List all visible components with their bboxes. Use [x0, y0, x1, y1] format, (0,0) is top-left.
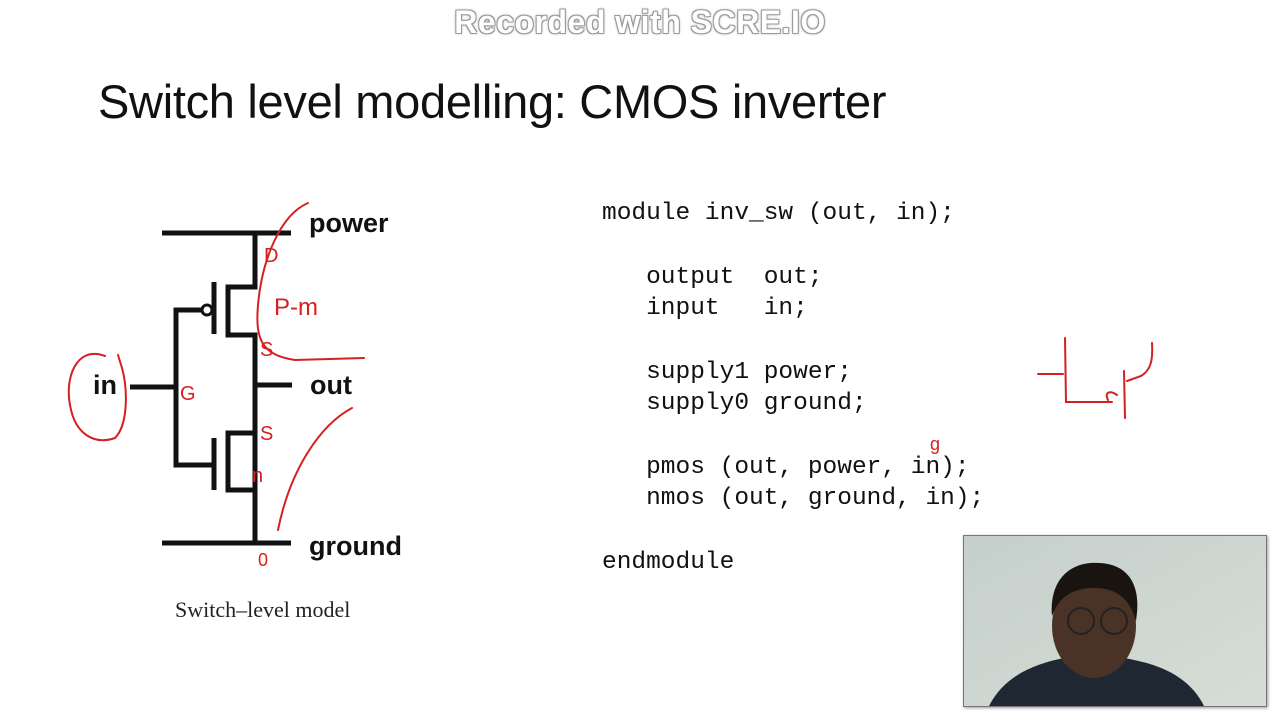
- webcam-overlay: [963, 535, 1267, 707]
- presenter-video: [964, 536, 1266, 706]
- diagram-caption: Switch–level model: [175, 597, 350, 622]
- glasses-left: [1067, 607, 1095, 635]
- slide-title: Switch level modelling: CMOS inverter: [98, 75, 887, 128]
- code-line: nmos (out, ground, in);: [602, 485, 985, 512]
- pmos-bracket: [256, 202, 365, 362]
- annotation-ground: 0: [258, 550, 268, 570]
- code-line: input in;: [602, 295, 808, 322]
- presenter-shirt: [989, 658, 1204, 706]
- nmos-channel: [225, 430, 255, 493]
- pmos-bubble: [200, 303, 214, 317]
- glasses-right: [1100, 607, 1128, 635]
- annotation-pmos-source: S: [260, 339, 273, 361]
- nmos-bracket: [277, 407, 353, 531]
- in-circle: [67, 353, 127, 442]
- code-line: module inv_sw (out, in);: [602, 200, 955, 227]
- annotation-code-gate: g: [930, 434, 940, 454]
- label-in: in: [93, 370, 117, 400]
- annotation-gate: G: [180, 383, 196, 405]
- annotation-nmos-type: n: [252, 465, 263, 487]
- annotation-nmos-source: S: [260, 423, 273, 445]
- label-out: out: [310, 370, 352, 400]
- pmos-channel: [225, 233, 258, 545]
- circuit-wires: [130, 230, 292, 546]
- code-line: output out;: [602, 264, 823, 291]
- presenter-hair: [1051, 562, 1138, 621]
- red-annotations: [67, 202, 1154, 531]
- red-annotation-text: D P-m S G S n 0 g: [180, 245, 940, 570]
- code-line: pmos (out, power, in);: [602, 454, 970, 481]
- recording-watermark: Recorded with SCRE.IO: [454, 4, 826, 40]
- label-power: power: [309, 208, 389, 238]
- sketch-transistor: [1037, 337, 1154, 419]
- code-line: endmodule: [602, 549, 735, 576]
- annotation-pmos-type: P-m: [274, 294, 318, 321]
- code-line: supply0 ground;: [602, 390, 867, 417]
- annotation-drain: D: [264, 245, 278, 267]
- label-ground: ground: [309, 531, 402, 561]
- code-line: supply1 power;: [602, 359, 852, 386]
